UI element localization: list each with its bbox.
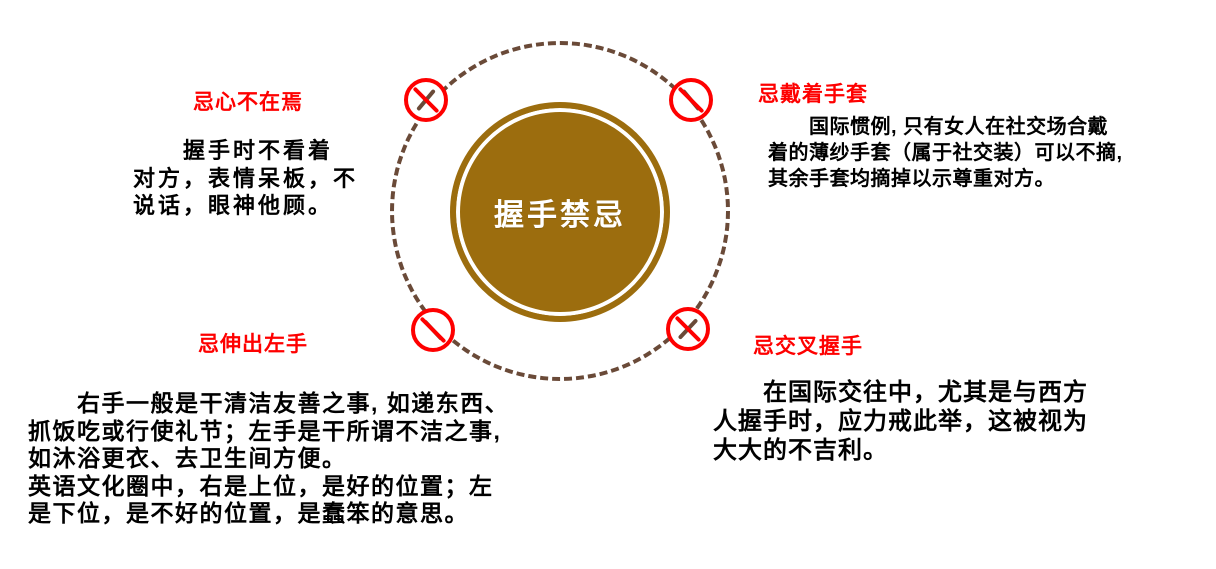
taboo-body-wearing-gloves: 国际惯例, 只有女人在社交场合戴 着的薄纱手套（属于社交装）可以不摘, 其余手套… (768, 116, 1123, 190)
prohibition-slash-icon (677, 86, 705, 114)
taboo-heading-left-hand: 忌伸出左手 (198, 333, 308, 356)
no-sign-icon-top-right (669, 78, 713, 122)
dashed-orbit-circle (390, 41, 730, 381)
no-sign-icon-bottom-right (666, 307, 710, 351)
taboo-heading-wearing-gloves: 忌戴着手套 (758, 83, 868, 106)
prohibition-slash-icon (419, 316, 447, 344)
no-sign-icon-top-left (404, 78, 448, 122)
center-circle: 握手禁忌 (450, 102, 670, 322)
taboo-heading-cross-handshake: 忌交叉握手 (753, 335, 863, 358)
no-sign-icon-bottom-left (411, 308, 455, 352)
taboo-body-cross-handshake: 在国际交往中，尤其是与西方 人握手时，应力戒此举，这被视为 大大的不吉利。 (713, 379, 1088, 464)
taboo-body-absent-minded: 握手时不看着 对方，表情呆板，不 说话，眼神他顾。 (133, 138, 359, 218)
taboo-heading-absent-minded: 忌心不在焉 (193, 91, 303, 114)
center-title: 握手禁忌 (494, 199, 626, 232)
taboo-body-left-hand: 右手一般是干清洁友善之事, 如递东西、 抓饭吃或行使礼节；左手是干所谓不洁之事,… (28, 390, 510, 527)
